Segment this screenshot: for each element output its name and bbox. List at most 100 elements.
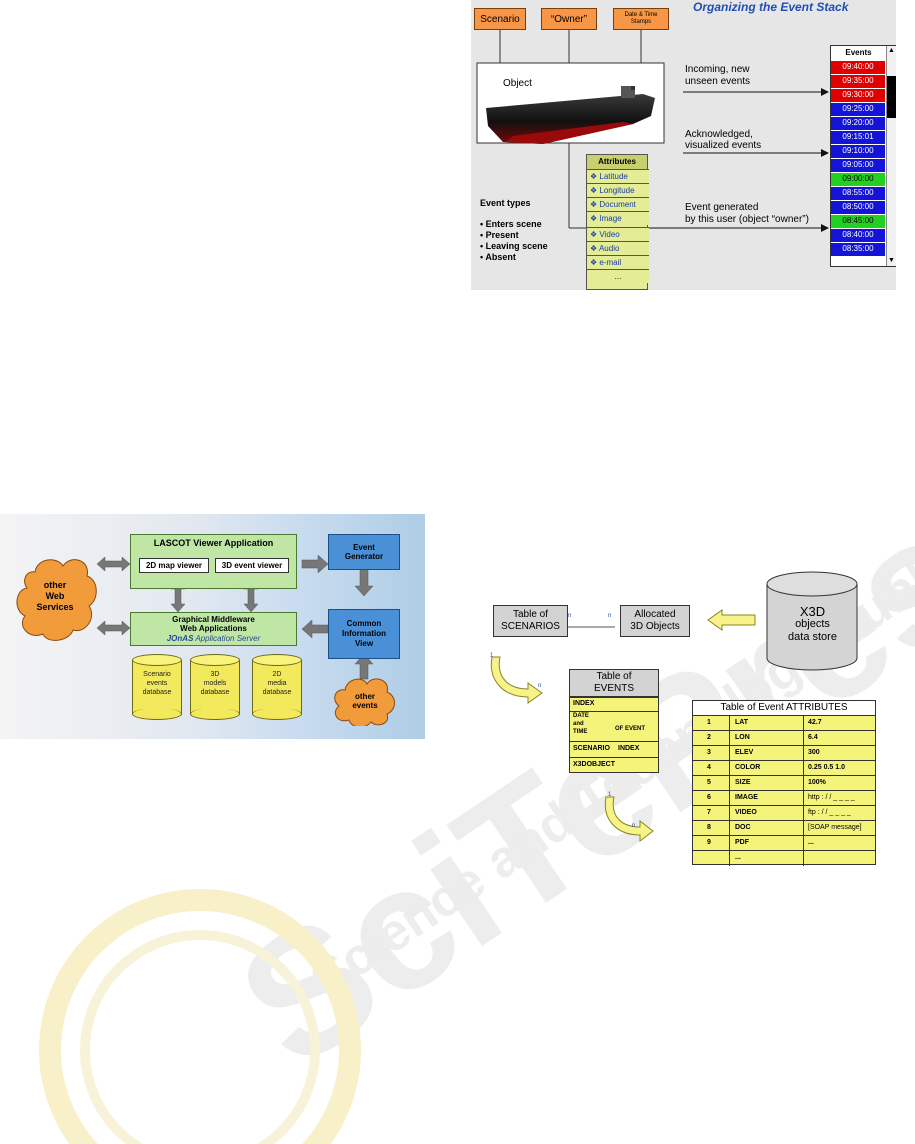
table-cell: 1 <box>707 719 711 726</box>
table-cell: 100% <box>808 779 826 786</box>
table-cell: IMAGE <box>735 794 758 801</box>
event-stack-figure: Scenario “Owner” Date & Time Stamps Orga… <box>471 0 896 290</box>
acknowledged-events-label-2: visualized events <box>685 140 762 151</box>
event-entry[interactable]: 08:45:00 <box>831 214 885 228</box>
middleware-box: Graphical Middleware Web Applications JO… <box>130 612 297 646</box>
event-entry[interactable]: 09:40:00 <box>831 60 885 74</box>
owner-box: “Owner” <box>541 8 597 30</box>
generated-event-label-2: by this user (object “owner”) <box>685 214 809 225</box>
event-stack-title: Organizing the Event Stack <box>693 0 849 14</box>
event-entry[interactable]: 08:55:00 <box>831 186 885 200</box>
table-cell: ftp : / / _ _ _ _ <box>808 809 851 816</box>
attributes-header: Attributes <box>587 155 647 169</box>
incoming-events-label: Incoming, new <box>685 64 750 75</box>
tables-connectors <box>490 609 756 843</box>
event-type-item: • Enters scene <box>480 219 542 229</box>
attribute-row: ❖ Video <box>587 227 649 241</box>
x3d-data-store-label: X3D objects data store <box>788 604 837 643</box>
table-cell: http : / / _ _ _ _ <box>808 794 855 801</box>
relation-n-label: n <box>632 823 636 829</box>
event-type-item: • Leaving scene <box>480 241 548 251</box>
event-entry[interactable]: 09:30:00 <box>831 88 885 102</box>
table-cell: 6 <box>707 794 711 801</box>
column-divider <box>803 716 804 731</box>
map-viewer-box: 2D map viewer <box>139 558 209 573</box>
object-label: Object <box>503 78 532 89</box>
relation-n-label: n <box>538 683 542 689</box>
events-scrollbar[interactable]: ▲ ▼ <box>886 46 896 266</box>
table-cell: SIZE <box>735 779 751 786</box>
scroll-up-icon[interactable]: ▲ <box>888 47 895 54</box>
event-type-item: • Present <box>480 230 519 240</box>
relation-1-label: 1 <box>490 653 494 659</box>
database-icon <box>766 571 858 671</box>
column-divider <box>729 731 730 746</box>
column-divider <box>729 791 730 806</box>
event-type-item: • Absent <box>480 252 516 262</box>
column-divider <box>803 731 804 746</box>
event-entry[interactable]: 09:05:00 <box>831 158 885 172</box>
attribute-row: ❖ Latitude <box>587 169 649 183</box>
column-divider <box>729 806 730 821</box>
column-divider <box>729 851 730 866</box>
event-entry[interactable]: 09:15:01 <box>831 130 885 144</box>
attribute-row: ... <box>587 269 649 283</box>
event-entry[interactable]: 09:25:00 <box>831 102 885 116</box>
watermark-seal <box>39 889 361 1144</box>
table-cell: ... <box>735 854 741 861</box>
event-entry[interactable]: 08:40:00 <box>831 228 885 242</box>
event-entry[interactable]: 09:35:00 <box>831 74 885 88</box>
table-cell: DOC <box>735 824 751 831</box>
column-divider <box>729 821 730 836</box>
incoming-events-label-2: unseen events <box>685 76 751 87</box>
relation-1-label: 1 <box>608 792 612 798</box>
date-time-stamps-box: Date & Time Stamps <box>613 8 669 30</box>
table-cell: 9 <box>707 839 711 846</box>
table-cell: ELEV <box>735 749 754 756</box>
event-entry[interactable]: 09:20:00 <box>831 116 885 130</box>
events-field: DATE and TIME OF EVENT <box>570 711 658 741</box>
attribute-row: ❖ Document <box>587 197 649 211</box>
column-divider <box>803 776 804 791</box>
event-entry[interactable]: 09:00:00 <box>831 172 885 186</box>
table-cell: 2 <box>707 734 711 741</box>
column-divider <box>803 791 804 806</box>
jonas-label: JOnAS Application Server <box>166 634 261 643</box>
table-cell: 300 <box>808 749 820 756</box>
attribute-row: ❖ Image <box>587 211 649 225</box>
scroll-down-icon[interactable]: ▼ <box>888 257 895 264</box>
table-cell: [SOAP message] <box>808 824 862 831</box>
attribute-row: ❖ Audio <box>587 241 649 255</box>
column-divider <box>803 806 804 821</box>
table-cell: 3 <box>707 749 711 756</box>
events-field: X3DOBJECT <box>570 757 658 773</box>
scenario-box: Scenario <box>474 8 526 30</box>
event-entry[interactable]: 08:50:00 <box>831 200 885 214</box>
scroll-thumb[interactable] <box>887 76 896 118</box>
attributes-table: Attributes ❖ Latitude ❖ Longitude ❖ Docu… <box>586 154 649 290</box>
column-divider <box>729 761 730 776</box>
event-entry[interactable]: 09:10:00 <box>831 144 885 158</box>
event-entry[interactable]: 08:35:00 <box>831 242 885 256</box>
events-header: Events <box>845 48 872 57</box>
column-divider <box>729 776 730 791</box>
ship-icon <box>486 86 655 144</box>
table-row: 3 ELEV 300 <box>693 745 875 761</box>
event-viewer-box: 3D event viewer <box>215 558 289 573</box>
